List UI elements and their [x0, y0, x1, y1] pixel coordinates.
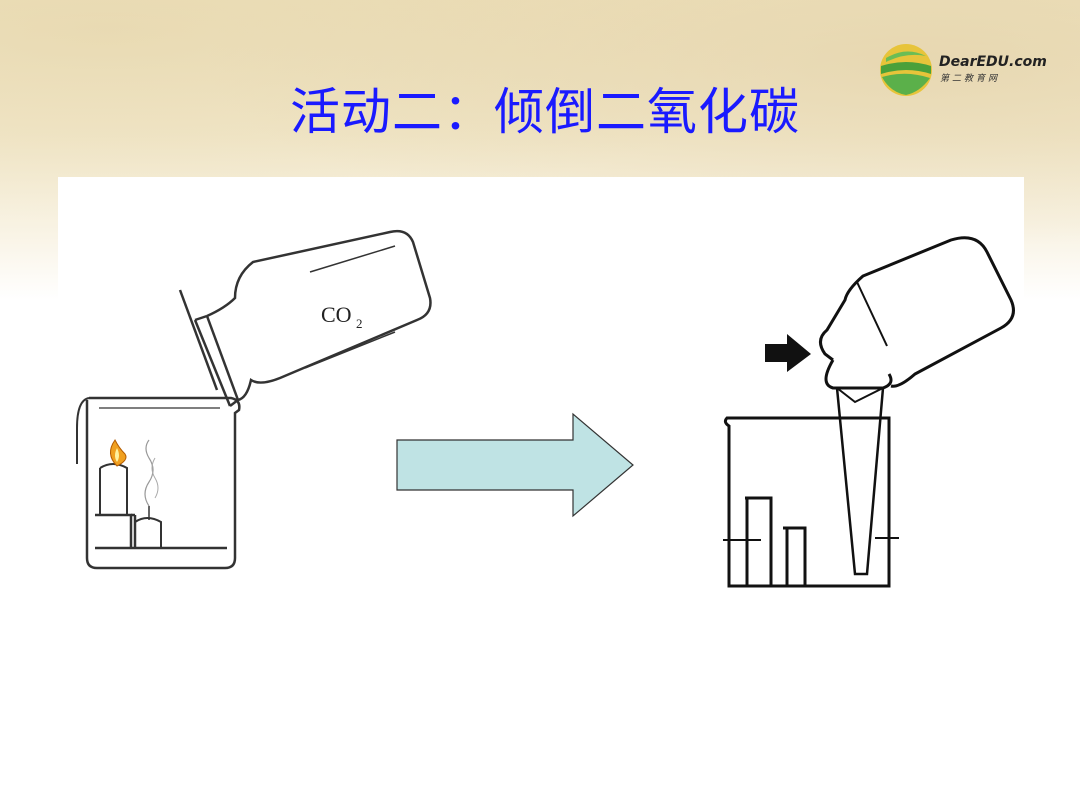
process-arrow [395, 412, 637, 518]
deareedu-logo[interactable]: DearEDU.com 第二教育网 [876, 40, 1056, 100]
slide-title: 活动二：倾倒二氧化碳 [290, 83, 800, 141]
co2-subscript: 2 [356, 316, 363, 331]
co2-label: CO [321, 302, 352, 327]
logo-subtitle: 第二教育网 [940, 74, 1001, 84]
logo-name: DearEDU.com [939, 54, 1047, 70]
pouring-co2-candles-figure: CO 2 [75, 228, 437, 578]
pouring-into-beaker-figure [715, 236, 1025, 592]
globe-logo-icon [880, 44, 932, 96]
